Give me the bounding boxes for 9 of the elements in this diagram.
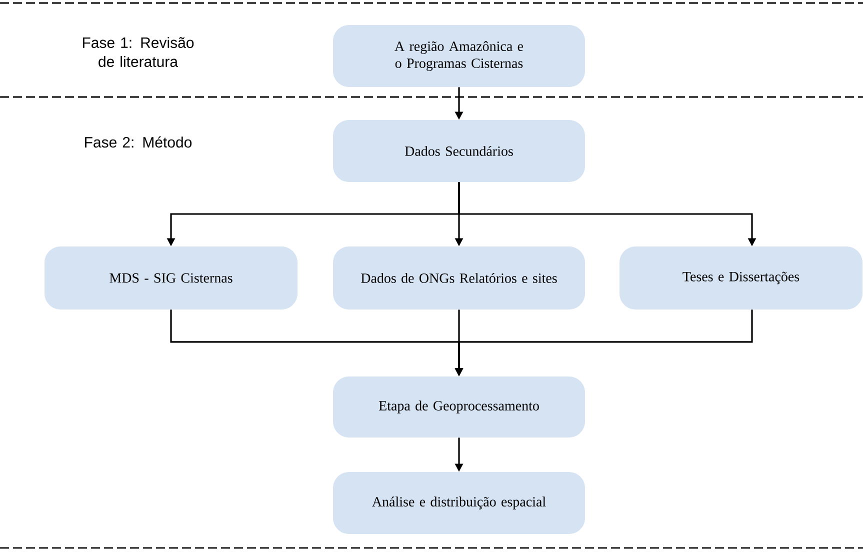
process-box: Etapa de Geoprocessamento — [333, 376, 585, 438]
process-box: A região Amazônica e o Programas Cisternas — [333, 25, 585, 87]
process-box: MDS - SIG Cisternas — [44, 246, 298, 310]
process-box: Dados de ONGs Relatórios e sites — [333, 246, 585, 310]
phase-label: Fase 1: Revisão de literatura — [82, 36, 194, 67]
process-box: Dados Secundários — [333, 120, 585, 182]
phase-label: Fase 2: Método — [85, 136, 192, 148]
process-box: Teses e Dissertações — [620, 246, 862, 310]
process-box: Análise e distribuição espacial — [333, 472, 585, 534]
